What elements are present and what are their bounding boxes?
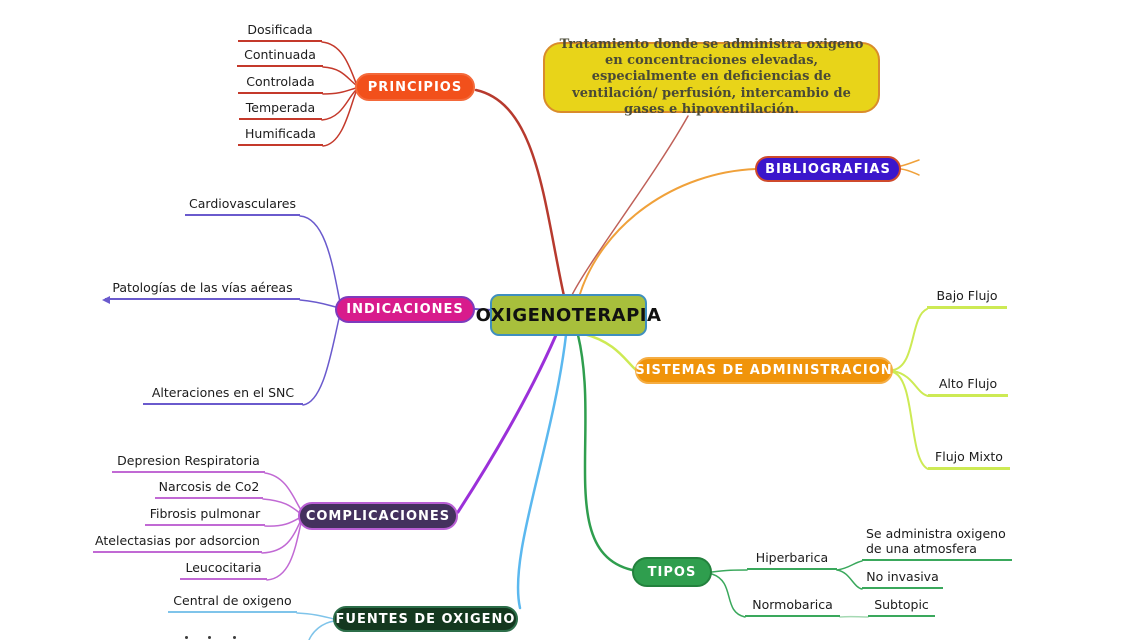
subtopic-cardiovasculares[interactable]: Cardiovasculares [185, 196, 300, 216]
note-topic[interactable]: Tratamiento donde se administra oxigeno … [543, 37, 880, 117]
branch-bibliografias[interactable]: BIBLIOGRAFIAS [755, 156, 901, 182]
branch-principios[interactable]: PRINCIPIOS [355, 73, 475, 101]
link-sistemas-item2 [892, 370, 929, 397]
link-complicaciones-item5 [266, 522, 302, 581]
subtopic-narcosis-co2[interactable]: Narcosis de Co2 [155, 479, 263, 499]
subtopic-alteraciones-snc[interactable]: Alteraciones en el SNC [143, 385, 303, 405]
link-indicaciones-item3 [302, 313, 341, 406]
link-bibliografias-stub-lower [900, 168, 920, 176]
subtopic-patologias-vias-aereas[interactable]: Patologías de las vías aéreas [102, 280, 300, 304]
subtopic-se-administra-oxigeno[interactable]: Se administra oxigeno de una atmosfera [862, 527, 1012, 561]
subtopic-atelectasias-adsorcion[interactable]: Atelectasias por adsorcion [93, 533, 262, 553]
link-fuentes-item2-clipped [308, 620, 335, 640]
link-tipos-normobarica [711, 573, 746, 618]
branch-complicaciones[interactable]: COMPLICACIONES [298, 502, 458, 530]
branch-fuentes-de-oxigeno[interactable]: FUENTES DE OXIGENO [333, 606, 518, 632]
subtopic-controlada[interactable]: Controlada [238, 74, 323, 94]
note-text: Tratamiento donde se administra oxigeno … [559, 36, 864, 117]
subtopic-subtopic[interactable]: Subtopic [868, 596, 935, 617]
subtopic-alto-flujo[interactable]: Alto Flujo [928, 376, 1008, 397]
subtopic-no-invasiva[interactable]: No invasiva [862, 568, 943, 589]
link-complicaciones-item3 [264, 516, 302, 527]
link-principios [474, 88, 566, 298]
link-sistemas-item3 [892, 371, 929, 470]
link-principios-item2 [322, 66, 357, 86]
link-principios-item1 [321, 41, 357, 84]
link-indicaciones-item2 [299, 299, 341, 309]
subtopic-leucocitaria[interactable]: Leucocitaria [180, 560, 267, 580]
link-principios-item4 [321, 89, 357, 121]
subtopic-bajo-flujo[interactable]: Bajo Flujo [927, 288, 1007, 309]
subtopic-continuada[interactable]: Continuada [237, 47, 323, 67]
line-arrowhead [102, 296, 110, 304]
link-note [570, 115, 689, 298]
link-fuentes [516, 333, 568, 610]
link-tipos-hiperbarica [711, 569, 748, 573]
link-principios-item5 [322, 91, 357, 147]
branch-tipos[interactable]: TIPOS [632, 557, 712, 587]
clipped-subtopic-dot [233, 636, 236, 639]
clipped-subtopic-dot [185, 636, 188, 639]
subtopic-temperada[interactable]: Temperada [239, 100, 322, 120]
subtopic-fibrosis-pulmonar[interactable]: Fibrosis pulmonar [145, 506, 265, 526]
clipped-subtopic-dot [208, 636, 211, 639]
link-fuentes-item1 [296, 612, 335, 620]
subtopic-flujo-mixto[interactable]: Flujo Mixto [928, 449, 1010, 470]
link-sistemas [582, 332, 638, 372]
subtopic-depresion-respiratoria[interactable]: Depresion Respiratoria [112, 453, 265, 473]
subtopic-dosificada[interactable]: Dosificada [238, 22, 322, 42]
branch-indicaciones[interactable]: INDICACIONES [335, 296, 475, 323]
subtopic-normobarica[interactable]: Normobarica [745, 596, 840, 617]
link-hiperbarica-child2 [836, 569, 863, 590]
subtopic-humificada[interactable]: Humificada [238, 126, 323, 146]
link-bibliografias [578, 168, 757, 298]
link-indicaciones [474, 308, 493, 311]
subtopic-central-de-oxigeno[interactable]: Central de oxigeno [168, 593, 297, 613]
link-complicaciones [456, 333, 558, 514]
subtopic-label: Patologías de las vías aéreas [112, 280, 293, 295]
link-complicaciones-item4 [261, 519, 302, 554]
link-complicaciones-item1 [264, 472, 302, 511]
link-hiperbarica-child1 [836, 560, 863, 571]
link-indicaciones-item1 [299, 215, 341, 303]
central-topic-oxigenoterapia[interactable]: OXIGENOTERAPIA [476, 294, 661, 336]
link-tipos [576, 333, 634, 572]
subtopic-hiperbarica[interactable]: Hiperbarica [747, 549, 837, 570]
branch-sistemas-de-administracion[interactable]: SISTEMAS DE ADMINISTRACION [635, 357, 893, 384]
link-principios-item3 [322, 87, 357, 95]
link-bibliografias-stub-upper [900, 159, 920, 167]
link-sistemas-item1 [892, 308, 928, 371]
